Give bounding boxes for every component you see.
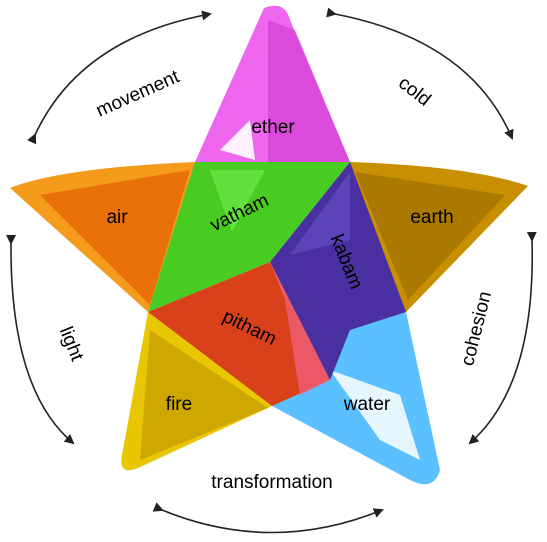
movement-arrow	[27, 10, 212, 145]
cohesion-label: cohesion	[457, 289, 496, 368]
ether-point	[195, 5, 350, 163]
light-label: light	[55, 324, 88, 365]
fire-label: fire	[166, 394, 192, 415]
earth-label: earth	[410, 207, 453, 228]
vatham-region	[148, 162, 350, 312]
transformation-label: transformation	[211, 472, 332, 493]
cold-label: cold	[394, 73, 434, 111]
fire-point	[121, 312, 272, 471]
air-point	[10, 162, 195, 312]
movement-label: movement	[93, 66, 183, 122]
cold-arrow	[326, 7, 514, 140]
ether-label: ether	[251, 117, 295, 138]
kabam-region	[270, 162, 406, 380]
cohesion-arrow	[468, 231, 537, 445]
light-arrow	[6, 234, 75, 445]
water-label: water	[343, 394, 391, 415]
transformation-arrow	[152, 502, 384, 534]
air-label: air	[106, 207, 128, 228]
pitham-region	[148, 262, 330, 406]
